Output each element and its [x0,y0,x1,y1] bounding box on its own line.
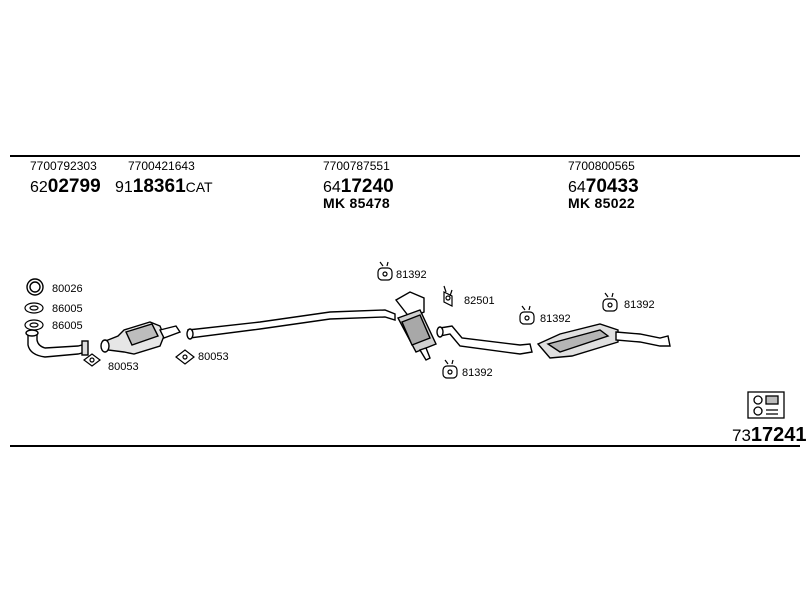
part3-oe-number: 7700787551 [323,159,390,173]
rear-hanger-right [602,292,618,312]
rear-hanger-left [519,305,535,325]
callout-gasket-a: 86005 [52,303,83,315]
small-gasket-a [24,302,44,314]
part3-code-prefix: 64 [323,179,341,196]
small-gasket-b [24,319,44,331]
front-ring-gasket [26,278,44,296]
mid-hanger [377,261,393,281]
part1-oe-number: 7700792303 [30,159,97,173]
callout-hanger-rear-left: 81392 [540,313,571,325]
part1-code-main: 02799 [47,176,101,197]
part2-code: 9118361CAT [115,177,213,196]
part3-code: 6417240 [323,177,394,196]
part2-code-prefix: 91 [115,179,133,196]
cat-flange-gasket [175,349,195,365]
callout-gasket-b: 86005 [52,320,83,332]
clamp [443,285,453,307]
part3-code-main: 17240 [340,176,394,197]
part1-code-prefix: 62 [30,179,48,196]
pipe-hanger [442,359,458,379]
part4-code: 6470433 [568,177,639,196]
callout-clamp: 82501 [464,295,495,307]
part1-code: 6202799 [30,177,101,196]
middle-silencer [394,291,437,361]
part4-code-prefix: 64 [568,179,586,196]
part4-mk-number: MK 85022 [568,195,635,211]
mounting-kit-icon [747,391,785,419]
callout-hanger-rear-right: 81392 [624,299,655,311]
callout-gasket-cat-flange: 80053 [198,351,229,363]
part4-oe-number: 7700800565 [568,159,635,173]
front-flange-gasket [83,353,101,367]
part4-code-main: 70433 [585,176,639,197]
middle-pipe [186,309,396,340]
callout-hanger-mid: 81392 [396,269,427,281]
part2-oe-number: 7700421643 [128,159,195,173]
part3-mk-number: MK 85478 [323,195,390,211]
callout-gasket-front-flange: 80053 [108,361,139,373]
front-downpipe [25,329,89,358]
rear-connecting-pipe [436,325,533,355]
kit-code-prefix: 73 [732,426,751,445]
callout-hanger-pipe: 81392 [462,367,493,379]
kit-code: 7317241 [732,425,807,445]
catalytic-converter [100,321,182,355]
part2-code-main: 18361 [132,176,186,197]
part2-code-suffix: CAT [185,179,213,195]
rear-silencer [536,323,671,359]
kit-code-main: 17241 [750,424,807,446]
callout-ring-front: 80026 [52,283,83,295]
